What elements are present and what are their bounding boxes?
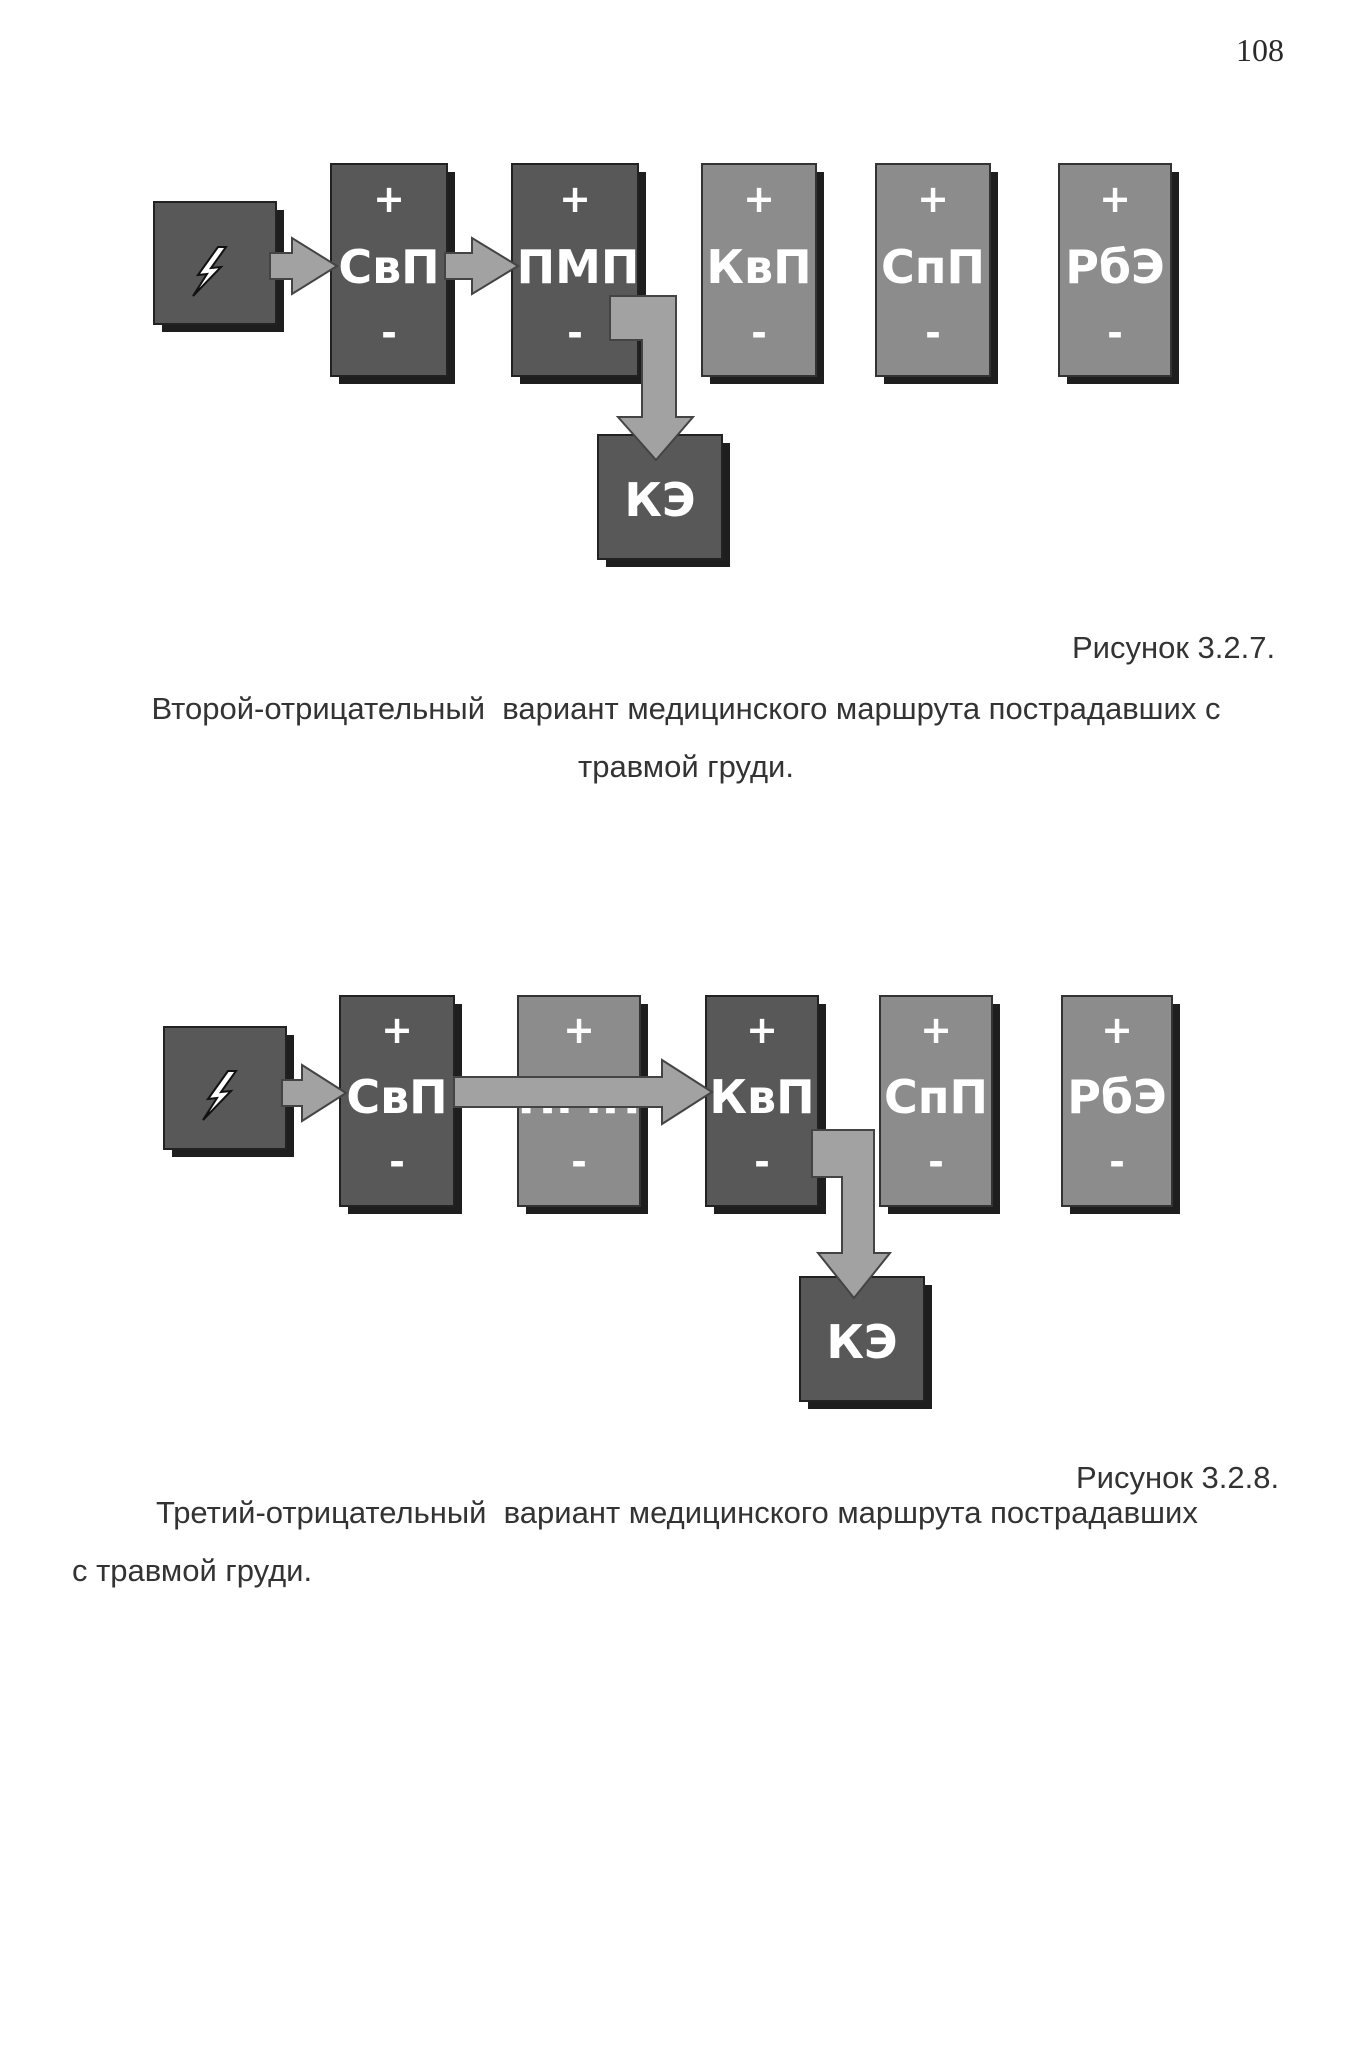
injury-box <box>153 201 284 332</box>
lightning-icon <box>192 246 228 297</box>
stage-label: СпП <box>881 240 985 294</box>
stage-svp: + СвП - <box>330 163 455 384</box>
arrow-injury-to-svp <box>269 236 339 296</box>
stage-plus: + <box>563 1008 595 1052</box>
arrow-svp-to-kvp <box>453 1058 714 1126</box>
stage-kvp: + КвП - <box>705 995 826 1214</box>
exit-box: КЭ <box>799 1276 932 1409</box>
stage-plus: + <box>559 177 591 221</box>
stage-minus: - <box>571 1140 587 1184</box>
arrow-svp-to-pmp <box>444 236 520 296</box>
stage-rbe: + РбЭ - <box>1058 163 1179 384</box>
figure-1-caption-line1: Второй-отрицательный вариант медицинског… <box>151 691 1221 726</box>
stage-plus: + <box>1099 177 1131 221</box>
diagram-figure-2: + СвП - + ПМП - + КвП - + СпП - <box>0 985 1372 1425</box>
stage-plus: + <box>920 1008 952 1052</box>
stage-minus: - <box>754 1140 770 1184</box>
stage-minus: - <box>1107 311 1123 355</box>
injury-box <box>163 1026 294 1157</box>
stage-kvp: + КвП - <box>701 163 824 384</box>
figure-2-caption-line2: с травмой груди. <box>72 1553 313 1588</box>
stage-label: КвП <box>709 1070 814 1124</box>
stage-minus: - <box>389 1140 405 1184</box>
exit-box: КЭ <box>597 434 730 567</box>
stage-plus: + <box>373 177 405 221</box>
stage-spp: + СпП - <box>875 163 998 384</box>
stage-minus: - <box>925 311 941 355</box>
stage-spp: + СпП - <box>879 995 1000 1214</box>
stage-minus: - <box>928 1140 944 1184</box>
stage-plus: + <box>1101 1008 1133 1052</box>
exit-label: КЭ <box>624 473 695 527</box>
stage-plus: + <box>917 177 949 221</box>
stage-minus: - <box>381 311 397 355</box>
figure-2-caption-line1: Третий-отрицательный вариант медицинског… <box>156 1495 1198 1530</box>
figure-2-number: Рисунок 3.2.8. <box>1076 1460 1280 1495</box>
stage-plus: + <box>746 1008 778 1052</box>
arrow-pmp-to-exit <box>609 295 696 462</box>
route-diagram-2: + СвП - + ПМП - + КвП - + СпП - <box>163 995 1180 1409</box>
diagram-figure-1: + СвП - + ПМП - + КвП - + СпП - <box>0 150 1372 590</box>
figure-1-caption-line2: травмой груди. <box>578 749 794 784</box>
stage-rbe: + РбЭ - <box>1061 995 1180 1214</box>
stage-plus: + <box>743 177 775 221</box>
arrow-kvp-to-exit <box>811 1129 893 1300</box>
stage-pmp: + ПМП - <box>511 163 646 384</box>
stage-minus: - <box>567 311 583 355</box>
stage-label: ПМП <box>517 240 640 294</box>
stage-minus: - <box>1109 1140 1125 1184</box>
stage-label: СвП <box>346 1070 447 1124</box>
arrow-injury-to-svp <box>281 1063 348 1123</box>
stage-label: КвП <box>706 240 811 294</box>
stage-plus: + <box>381 1008 413 1052</box>
route-diagram-1: + СвП - + ПМП - + КвП - + СпП - <box>153 163 1179 567</box>
stage-svp: + СвП - <box>339 995 462 1214</box>
stage-label: СпП <box>884 1070 988 1124</box>
stage-minus: - <box>751 311 767 355</box>
stage-label: СвП <box>338 240 439 294</box>
stage-label: РбЭ <box>1067 1070 1167 1124</box>
figure-1-number: Рисунок 3.2.7. <box>1072 630 1276 665</box>
stage-label: РбЭ <box>1065 240 1165 294</box>
lightning-icon <box>202 1070 238 1121</box>
page-number: 108 <box>1236 32 1284 68</box>
exit-label: КЭ <box>826 1315 897 1369</box>
